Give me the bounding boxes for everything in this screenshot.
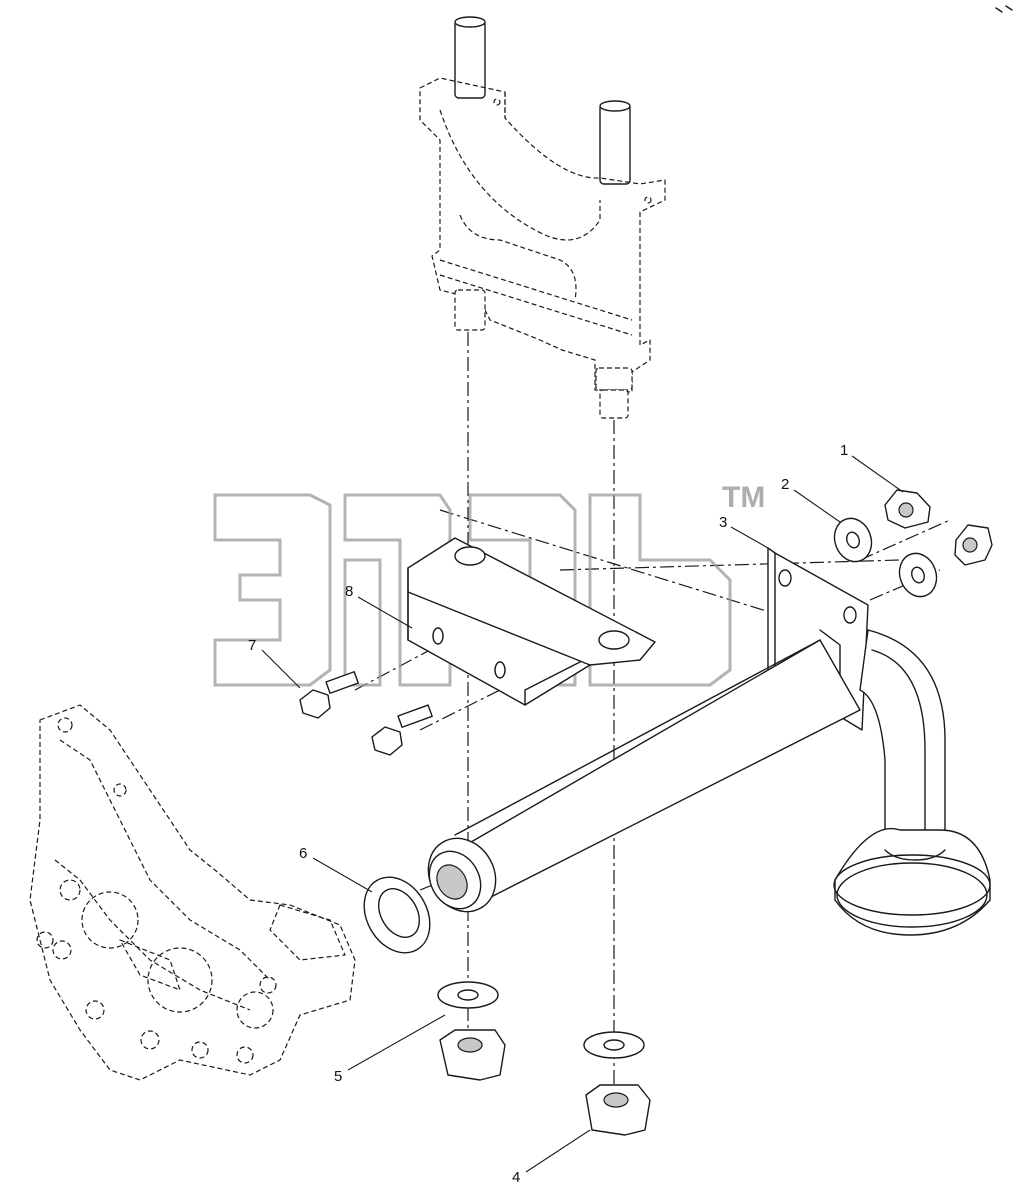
part-3-pipe-assembly [427, 547, 991, 936]
corner-mark [995, 5, 1013, 13]
callout-8: 8 [345, 583, 353, 600]
callout-4: 4 [512, 1169, 520, 1186]
part-4-5-nuts-washers [437, 981, 651, 1136]
callout-3: 3 [719, 514, 727, 531]
trademark-symbol: TM [722, 481, 765, 514]
callout-6: 6 [299, 845, 307, 862]
callout-5: 5 [334, 1068, 342, 1085]
callout-labels: 1 2 3 4 5 6 7 8 [248, 442, 848, 1186]
part-1-2-nuts-washers [833, 489, 993, 598]
part-7-bolts [299, 671, 433, 756]
callout-2: 2 [781, 476, 789, 493]
upper-bracket-ghost [419, 16, 666, 419]
callout-1: 1 [840, 442, 848, 459]
callout-7: 7 [248, 637, 256, 654]
part-6-sealing-ring [363, 876, 431, 954]
housing-ghost [29, 704, 356, 1081]
part-8-bracket-plate [407, 537, 656, 706]
leader-lines [261, 455, 904, 1173]
